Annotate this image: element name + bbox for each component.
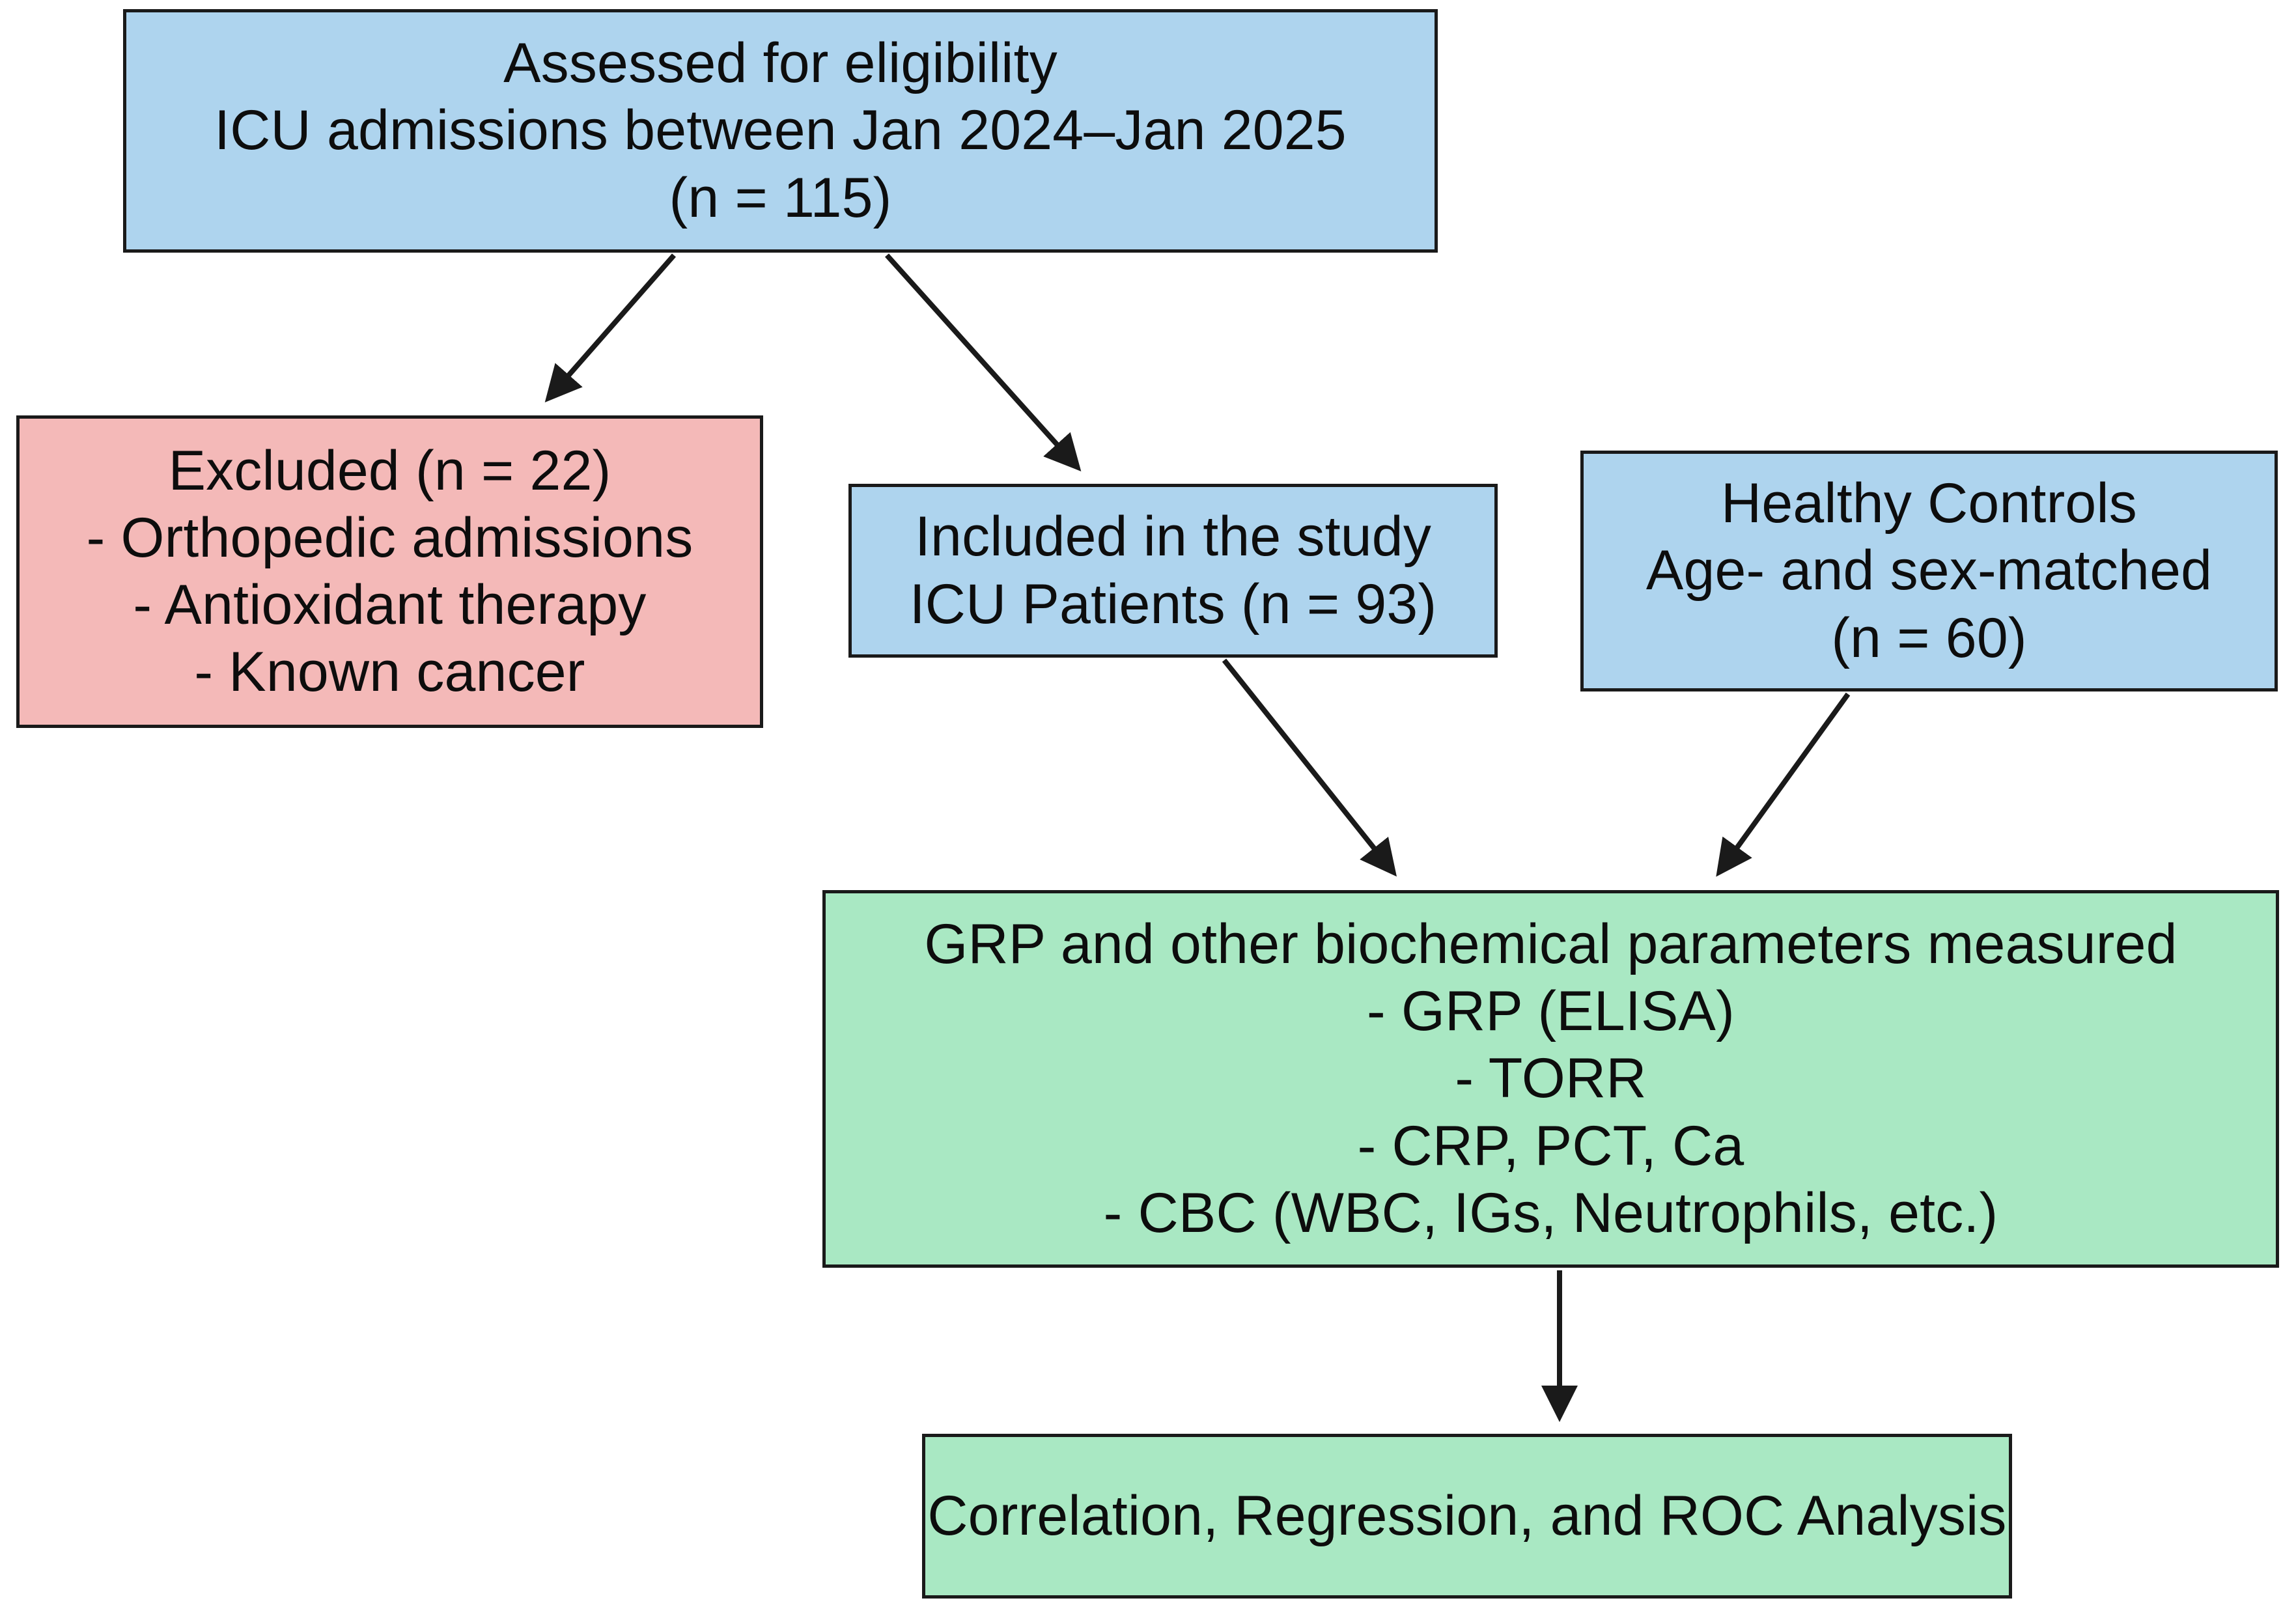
node-assessed-for-eligibility[interactable]: Assessed for eligibility ICU admissions … [123, 9, 1438, 253]
node-assessed-line-1: Assessed for eligibility [503, 32, 1057, 95]
node-controls-line-1: Healthy Controls [1721, 472, 2137, 535]
node-assessed-line-2: ICU admissions between Jan 2024–Jan 2025 [214, 99, 1347, 162]
node-healthy-controls[interactable]: Healthy Controls Age- and sex-matched (n… [1580, 451, 2278, 691]
edge-assessed-to-included [885, 253, 1082, 471]
edge-assessed-to-excluded [544, 253, 677, 403]
node-analysis-line-1: Correlation, Regression, and ROC Analysi… [927, 1484, 2007, 1547]
node-controls-line-2: Age- and sex-matched [1645, 539, 2213, 602]
node-measurements-line-3: - TORR [1455, 1047, 1647, 1110]
node-included-line-1: Included in the study [914, 505, 1432, 568]
node-excluded-line-4: - Known cancer [194, 641, 585, 704]
node-correlation-regression-roc-analysis[interactable]: Correlation, Regression, and ROC Analysi… [922, 1434, 2012, 1599]
node-measurements-line-2: - GRP (ELISA) [1367, 980, 1735, 1043]
node-measurements-line-5: - CBC (WBC, IGs, Neutrophils, etc.) [1103, 1181, 1998, 1244]
edge-included-to-measurements [1222, 658, 1397, 877]
node-included-in-the-study[interactable]: Included in the study ICU Patients (n = … [848, 484, 1498, 658]
node-excluded-line-2: - Orthopedic admissions [86, 506, 693, 569]
node-controls-line-3: (n = 60) [1831, 606, 2027, 669]
node-measurements-line-1: GRP and other biochemical parameters mea… [924, 913, 2177, 976]
node-excluded[interactable]: Excluded (n = 22) - Orthopedic admission… [16, 415, 763, 728]
node-biochemical-parameters-measured[interactable]: GRP and other biochemical parameters mea… [822, 890, 2279, 1268]
node-excluded-line-3: - Antioxidant therapy [133, 574, 647, 636]
node-assessed-line-3: (n = 115) [669, 166, 892, 229]
node-excluded-line-1: Excluded (n = 22) [168, 439, 611, 502]
node-measurements-line-4: - CRP, PCT, Ca [1357, 1114, 1744, 1177]
node-included-line-2: ICU Patients (n = 93) [909, 572, 1437, 635]
edge-controls-to-measurements [1716, 692, 1851, 877]
